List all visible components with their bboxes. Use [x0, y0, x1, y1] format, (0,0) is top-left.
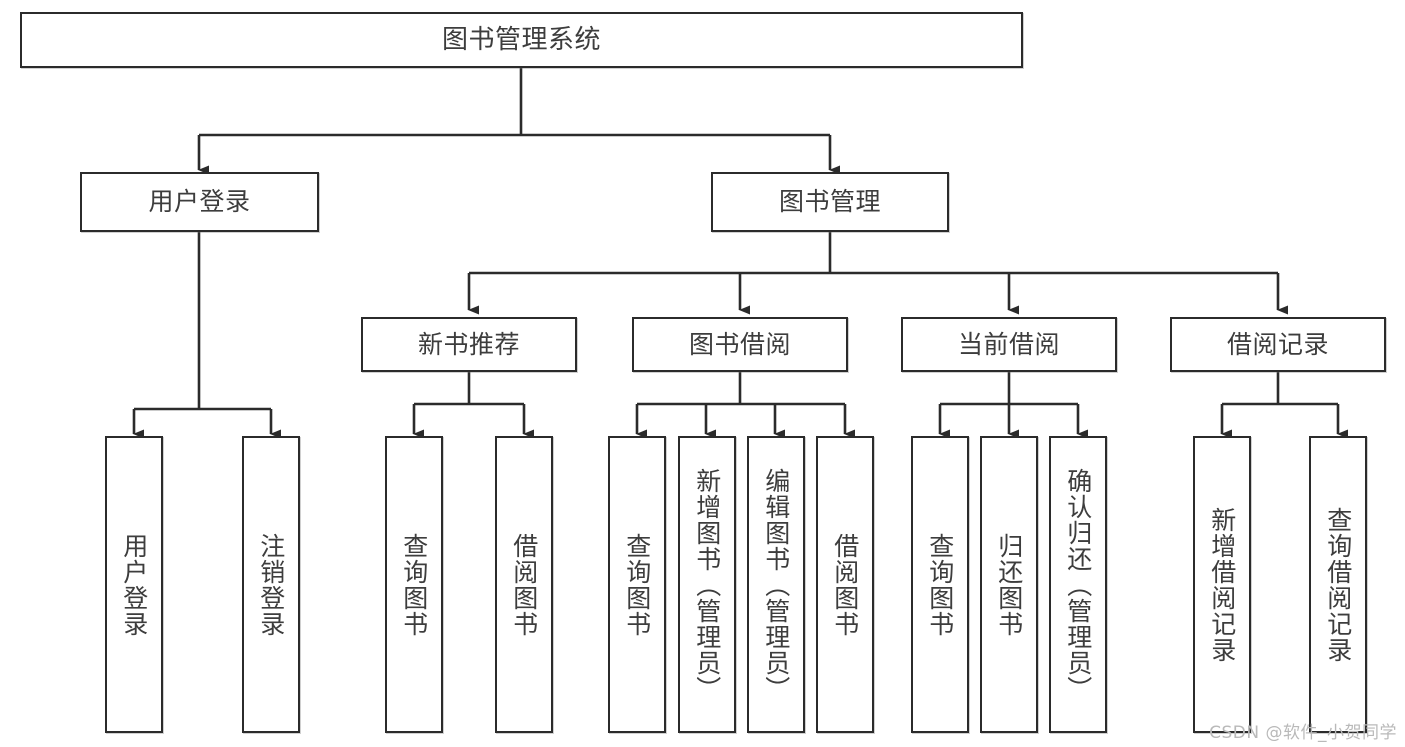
node-label: 当前借阅	[957, 329, 1060, 359]
node-borrow-record[interactable]: 借阅记录	[1170, 317, 1386, 372]
watermark-text: CSDN @软件_小贺同学	[1209, 723, 1397, 743]
node-book-borrow[interactable]: 图书借阅	[632, 317, 848, 372]
node-leaf-query-record[interactable]: 查询借阅记录	[1309, 436, 1367, 733]
node-label: 用户登录	[148, 187, 251, 217]
node-leaf-logout-login[interactable]: 注销登录	[242, 436, 300, 733]
node-book-management[interactable]: 图书管理	[711, 172, 949, 232]
node-leaf-user-login[interactable]: 用户登录	[105, 436, 163, 733]
node-leaf-borrow-book-2[interactable]: 借阅图书	[816, 436, 874, 733]
node-root-system[interactable]: 图书管理系统	[20, 12, 1023, 68]
node-label: 图书管理系统	[441, 24, 601, 55]
node-leaf-query-book-3[interactable]: 查询图书	[911, 436, 969, 733]
node-label: 新增图书（管理员）	[692, 467, 722, 702]
node-label: 确认归还（管理员）	[1063, 467, 1093, 702]
node-label: 查询借阅记录	[1323, 506, 1353, 663]
node-label: 查询图书	[925, 532, 955, 637]
node-current-borrow[interactable]: 当前借阅	[901, 317, 1117, 372]
node-user-login[interactable]: 用户登录	[80, 172, 319, 232]
node-leaf-add-record[interactable]: 新增借阅记录	[1193, 436, 1251, 733]
node-label: 图书借阅	[688, 329, 791, 359]
node-leaf-borrow-book-1[interactable]: 借阅图书	[495, 436, 553, 733]
node-leaf-edit-book[interactable]: 编辑图书（管理员）	[747, 436, 805, 733]
node-label: 新增借阅记录	[1207, 506, 1237, 663]
node-label: 归还图书	[994, 532, 1024, 637]
node-leaf-return-book[interactable]: 归还图书	[980, 436, 1038, 733]
node-leaf-add-book[interactable]: 新增图书（管理员）	[678, 436, 736, 733]
node-leaf-query-book-1[interactable]: 查询图书	[385, 436, 443, 733]
node-new-book-recommend[interactable]: 新书推荐	[361, 317, 577, 372]
node-label: 借阅记录	[1226, 329, 1329, 359]
node-label: 查询图书	[399, 532, 429, 637]
node-label: 新书推荐	[417, 329, 520, 359]
node-label: 用户登录	[119, 532, 149, 637]
node-label: 图书管理	[778, 187, 881, 217]
node-leaf-query-book-2[interactable]: 查询图书	[608, 436, 666, 733]
node-leaf-confirm-return[interactable]: 确认归还（管理员）	[1049, 436, 1107, 733]
node-label: 注销登录	[256, 532, 286, 637]
node-label: 查询图书	[622, 532, 652, 637]
node-label: 借阅图书	[830, 532, 860, 637]
node-label: 借阅图书	[509, 532, 539, 637]
node-label: 编辑图书（管理员）	[761, 467, 791, 702]
